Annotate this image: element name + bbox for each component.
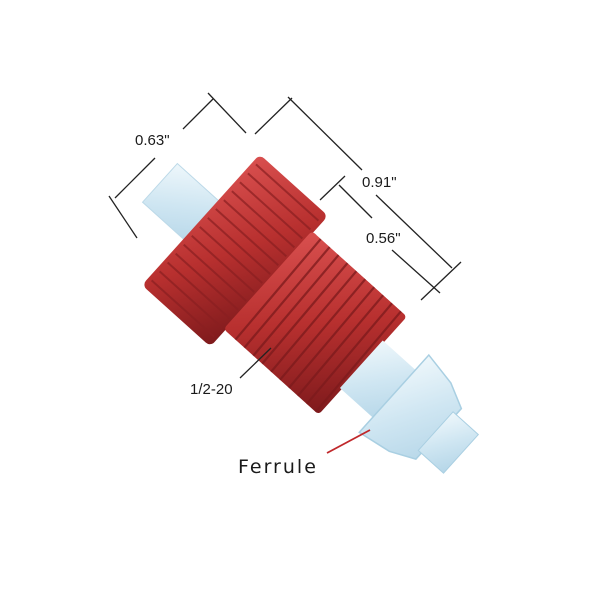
ferrule xyxy=(358,353,480,474)
dimension-thread-length xyxy=(319,175,441,294)
head-diameter-label: 0.63" xyxy=(135,132,170,149)
ferrule-label: Ferrule xyxy=(238,456,318,478)
overall-length-label: 0.91" xyxy=(362,174,397,191)
dimension-head-diameter xyxy=(108,92,247,239)
thread-spec-leader xyxy=(239,347,272,379)
tubing-front xyxy=(339,340,422,423)
thread-length-label: 0.56" xyxy=(366,230,401,247)
ferrule-leader xyxy=(326,429,371,454)
knurled-head xyxy=(144,156,326,345)
dimension-overall-length xyxy=(254,96,462,301)
thread-spec-label: 1/2-20 xyxy=(190,381,233,398)
